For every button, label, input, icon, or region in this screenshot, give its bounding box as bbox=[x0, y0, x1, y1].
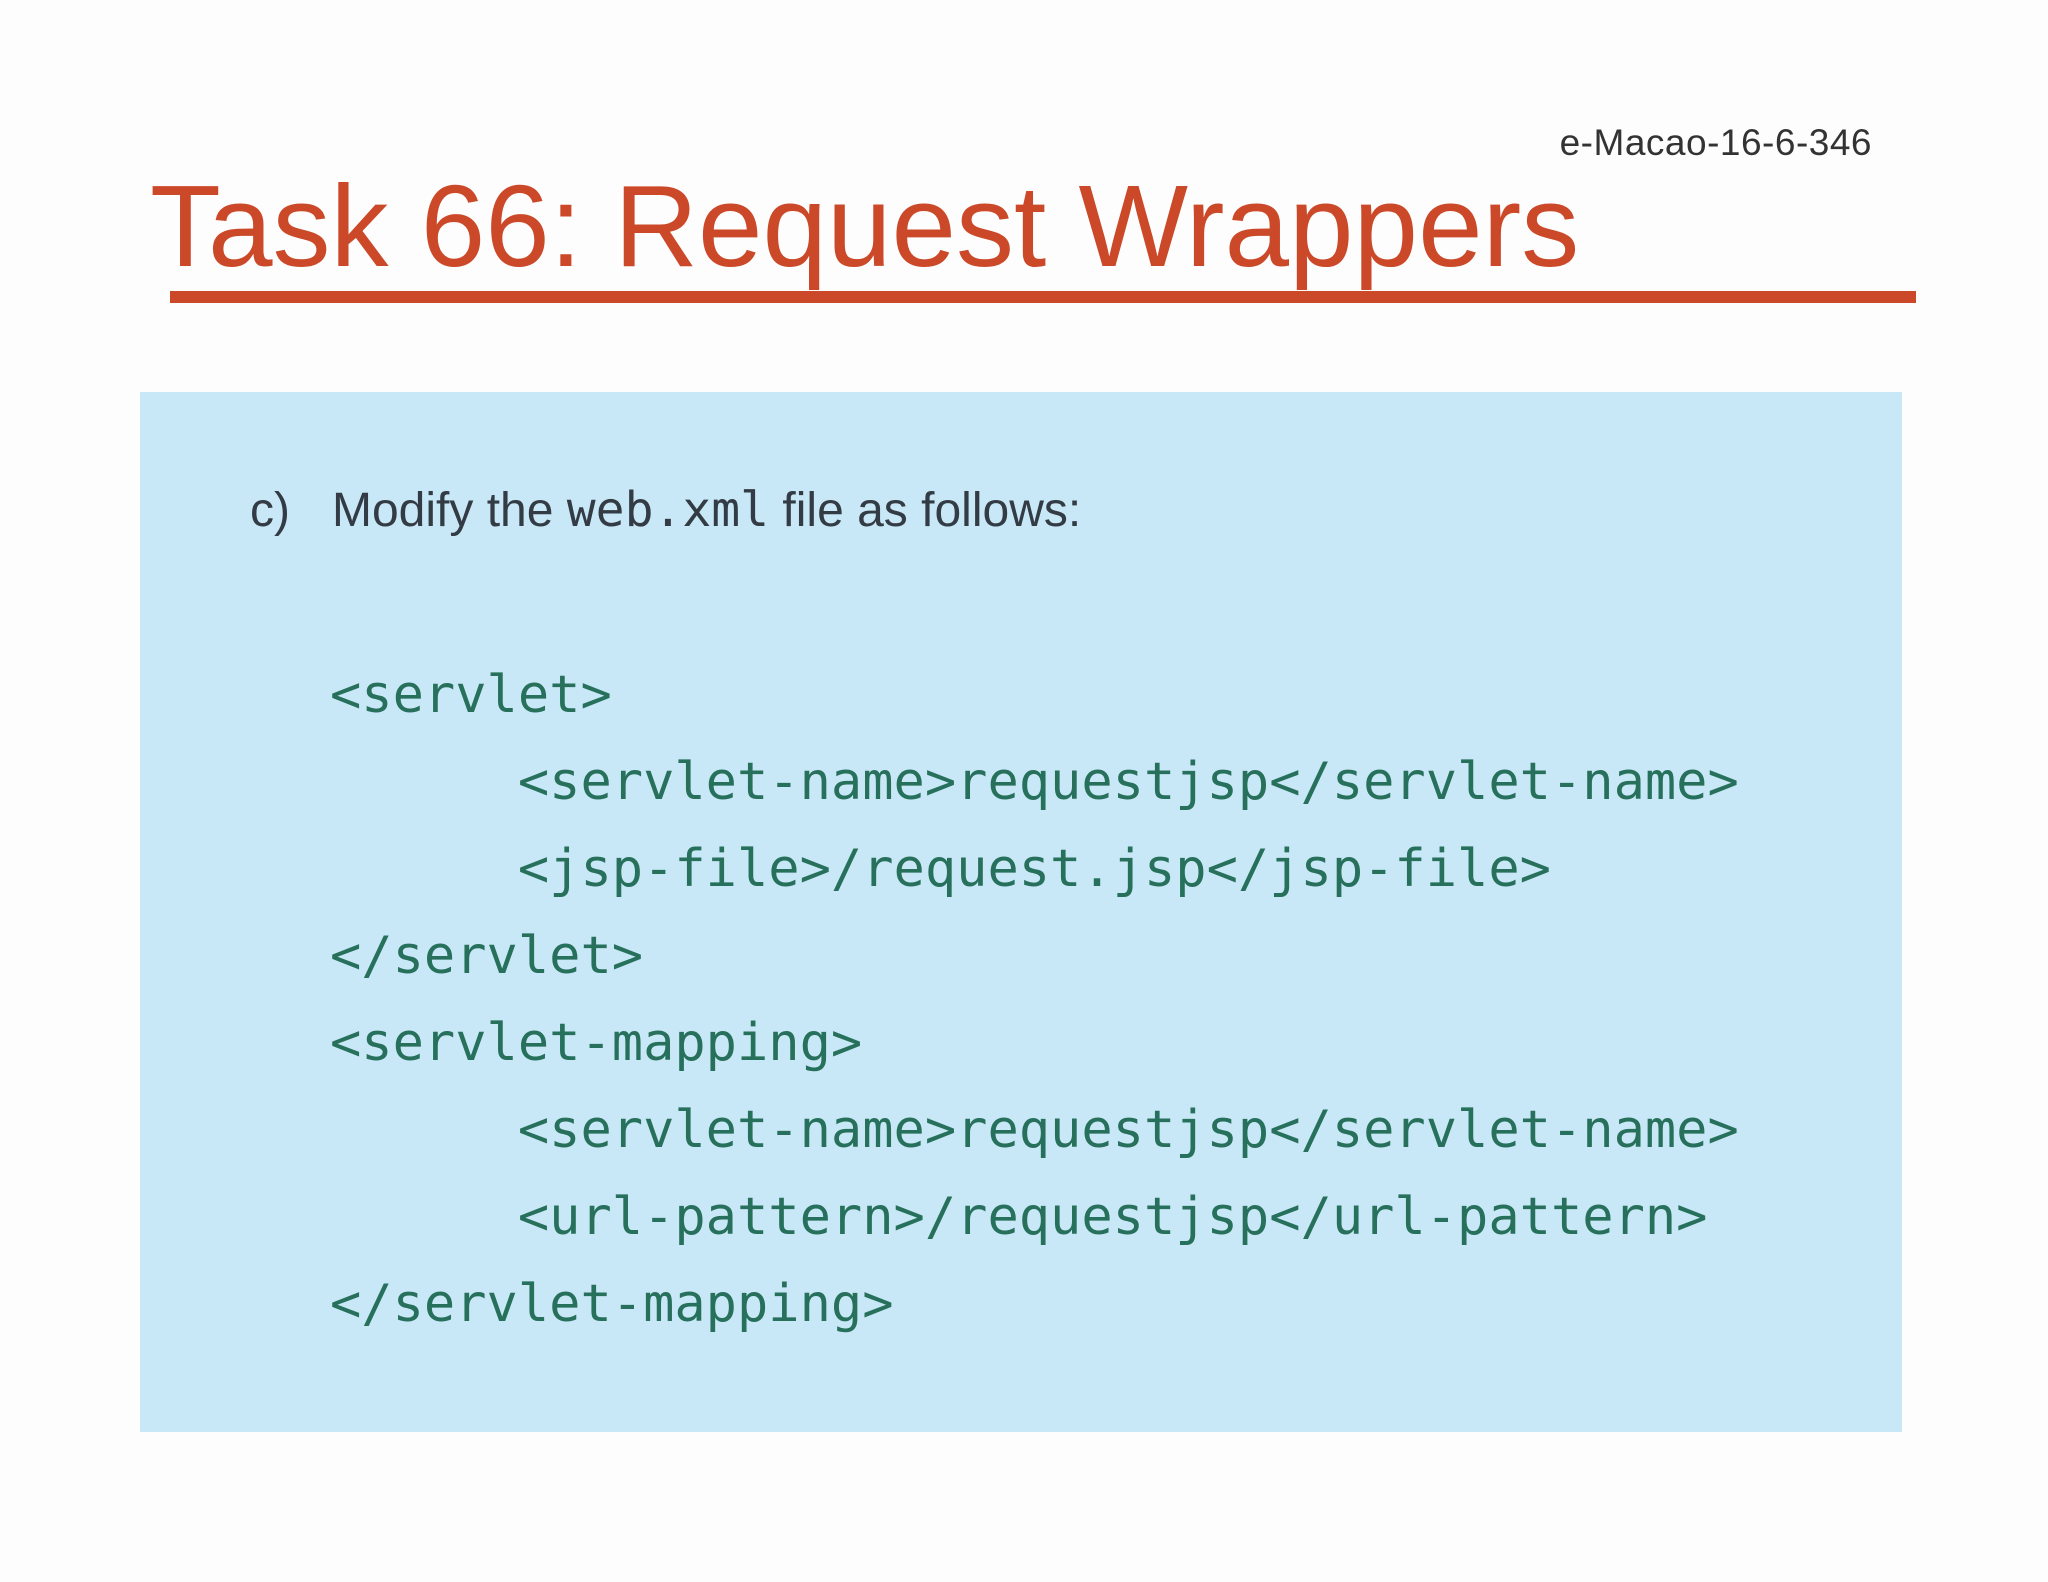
code-line: <servlet-name>requestjsp</servlet-name> bbox=[330, 752, 1739, 812]
code-line: <url-pattern>/requestjsp</url-pattern> bbox=[330, 1187, 1708, 1247]
instruction-line: c) Modify the web.xml file as follows: bbox=[250, 482, 1081, 538]
code-line: <servlet-name>requestjsp</servlet-name> bbox=[330, 1100, 1739, 1160]
instruction-text: Modify the web.xml file as follows: bbox=[332, 482, 1081, 538]
code-line: <servlet-mapping> bbox=[330, 1013, 863, 1073]
instruction-suffix: file as follows: bbox=[769, 484, 1082, 537]
code-block: <servlet> <servlet-name>requestjsp</serv… bbox=[330, 652, 1739, 1348]
list-item-marker: c) bbox=[250, 484, 290, 537]
instruction-filename: web.xml bbox=[566, 482, 770, 538]
code-line: <servlet> bbox=[330, 665, 612, 725]
code-line: </servlet> bbox=[330, 926, 644, 986]
instruction-prefix: Modify the bbox=[332, 484, 567, 537]
content-box bbox=[140, 392, 1902, 1432]
page-title: Task 66: Request Wrappers bbox=[150, 161, 1580, 291]
title-underline bbox=[170, 291, 1916, 303]
document-code: e-Macao-16-6-346 bbox=[1559, 122, 1872, 163]
code-line: <jsp-file>/request.jsp</jsp-file> bbox=[330, 839, 1551, 899]
code-line: </servlet-mapping> bbox=[330, 1274, 894, 1334]
